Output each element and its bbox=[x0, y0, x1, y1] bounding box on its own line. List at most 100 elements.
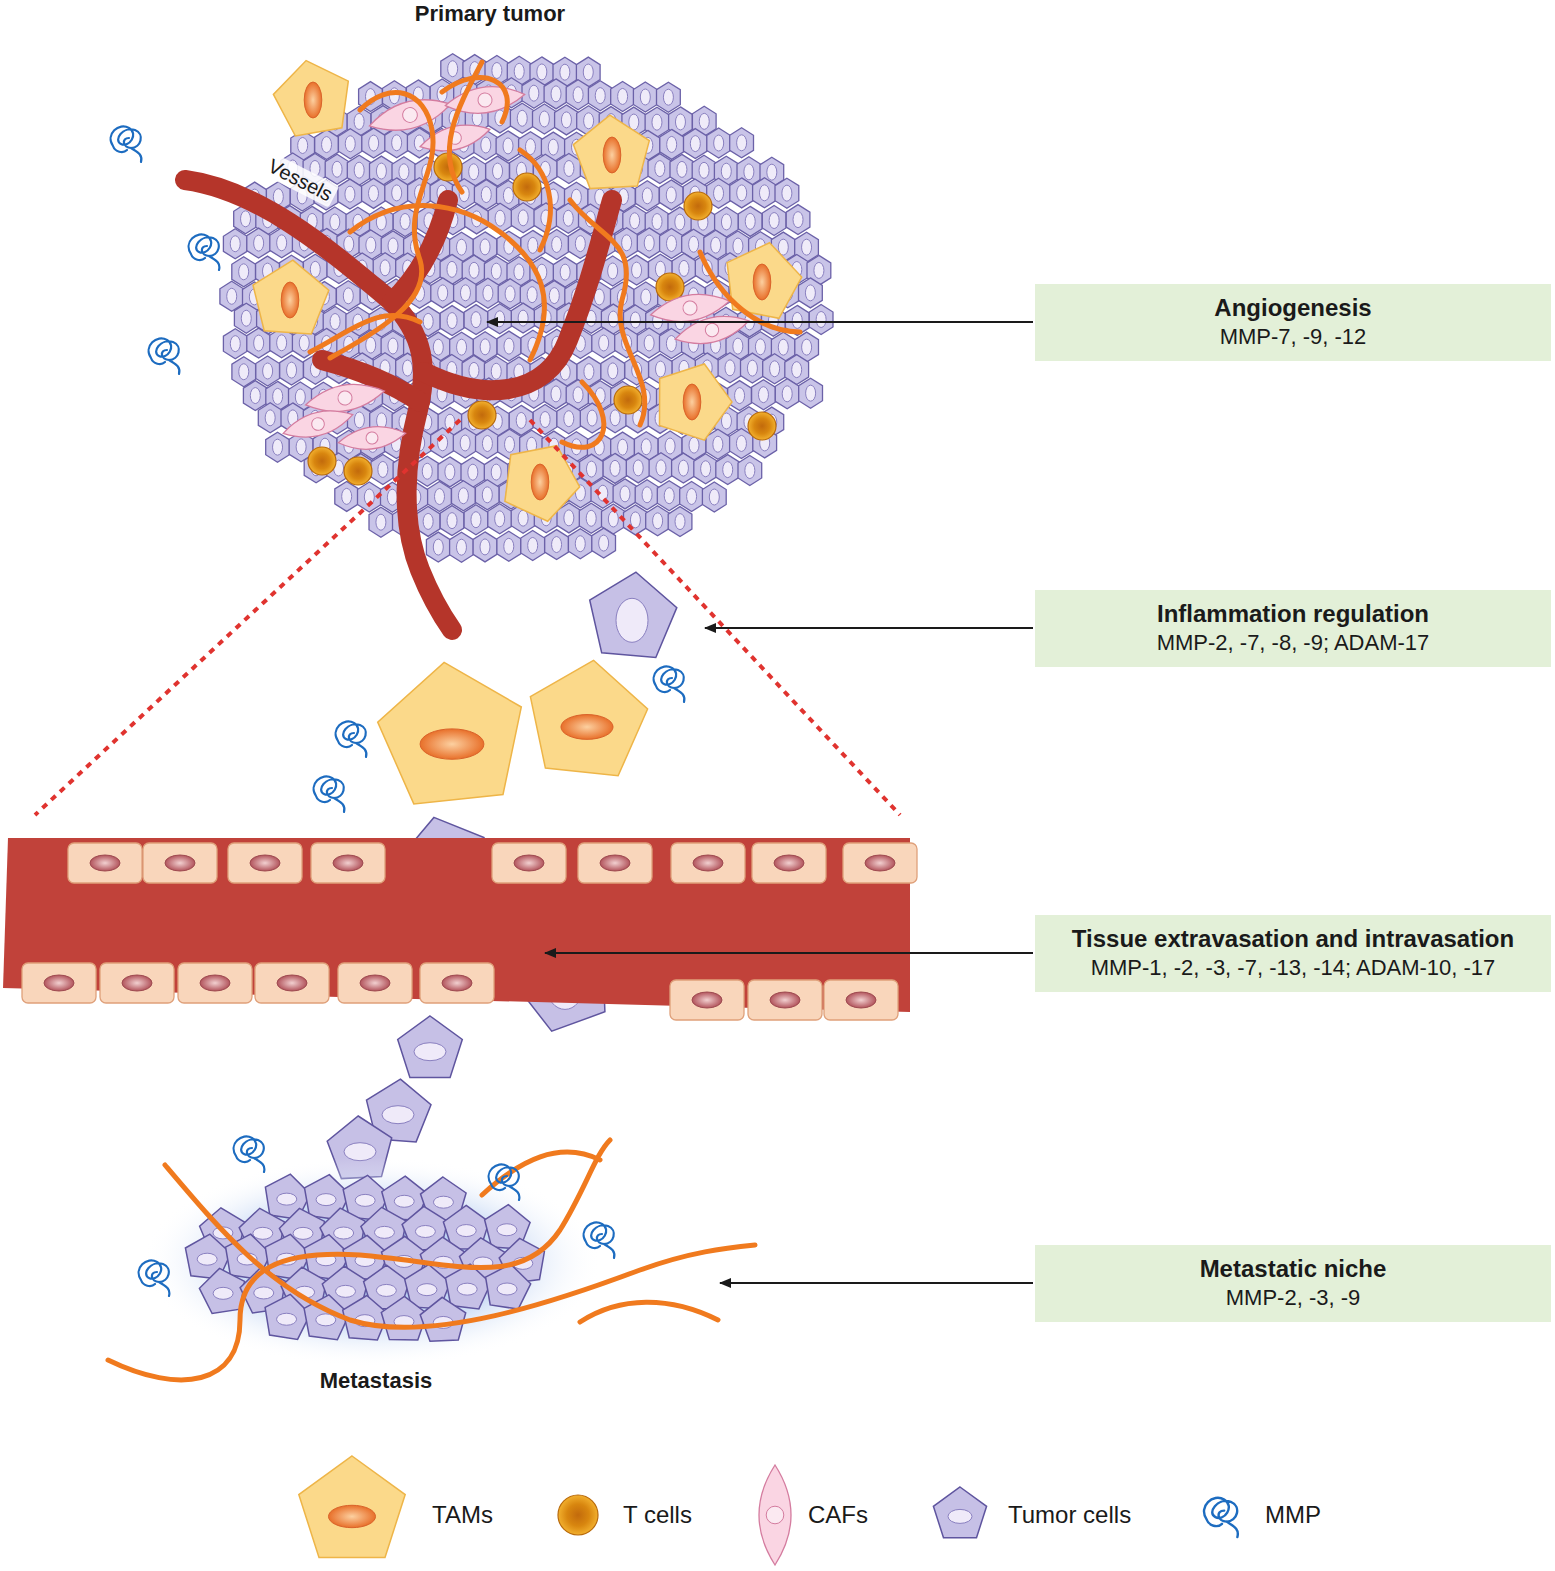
endothelial-cell bbox=[492, 843, 566, 883]
endothelial-cell bbox=[100, 963, 174, 1003]
mmp-symbol bbox=[149, 338, 180, 374]
tumor-cell bbox=[649, 453, 673, 483]
fiber bbox=[562, 382, 604, 447]
tumor-cell bbox=[338, 179, 362, 209]
tumor-cell bbox=[450, 532, 474, 562]
tumor-cell bbox=[452, 481, 476, 511]
leader-arrow bbox=[705, 627, 1033, 629]
tumor-cell bbox=[762, 206, 786, 236]
blood-vessels bbox=[185, 180, 612, 630]
tumor-cell bbox=[440, 506, 464, 536]
fiber bbox=[570, 200, 645, 425]
box-heading: Metastatic niche bbox=[1200, 1254, 1387, 1284]
tumor-cell bbox=[738, 456, 762, 486]
tumor-cell bbox=[464, 505, 488, 535]
tumor-cell bbox=[615, 228, 639, 258]
niche-glow bbox=[142, 1157, 602, 1367]
tumor-cell bbox=[624, 505, 648, 535]
tumor-cell bbox=[646, 506, 670, 536]
caf-cell bbox=[303, 378, 386, 417]
tumor-cell bbox=[568, 529, 592, 559]
tumor-cell bbox=[657, 481, 681, 511]
tumor-cell bbox=[730, 178, 754, 208]
box-heading: Inflammation regulation bbox=[1157, 599, 1429, 629]
tumor-cell bbox=[557, 154, 581, 184]
tumor-cell bbox=[234, 303, 258, 333]
mmp-symbol bbox=[234, 1136, 265, 1172]
tumor-cell bbox=[672, 453, 696, 483]
tumor-cell bbox=[933, 1487, 986, 1538]
tumor-cell bbox=[544, 79, 568, 109]
tumor-cell bbox=[799, 378, 823, 408]
tumor-cell bbox=[626, 453, 650, 483]
endothelial-cell bbox=[68, 843, 142, 883]
tumor-cell bbox=[659, 180, 683, 210]
tumor-cell bbox=[707, 128, 731, 158]
tam-cell bbox=[253, 260, 329, 334]
tumor-cell bbox=[369, 507, 393, 537]
mmp-symbol bbox=[314, 776, 345, 812]
tumor-cell bbox=[497, 531, 521, 561]
mmp-symbol bbox=[1204, 1498, 1238, 1537]
tumor-cell bbox=[799, 278, 823, 308]
legend-text: TAMs bbox=[432, 1501, 493, 1530]
tumor-cell bbox=[511, 203, 535, 233]
tumor-cell bbox=[398, 1016, 463, 1078]
tumor-cell bbox=[362, 178, 386, 208]
t-cell bbox=[344, 457, 372, 485]
tumor-cell bbox=[684, 129, 708, 159]
tumor-cell bbox=[362, 128, 386, 158]
tumor-cell bbox=[522, 78, 546, 108]
tumor-cell bbox=[702, 482, 726, 512]
tumor-cell bbox=[809, 305, 833, 335]
mmp-symbol bbox=[189, 234, 220, 270]
mmp-symbol bbox=[139, 1260, 170, 1296]
tumor-cell bbox=[738, 206, 762, 236]
tumor-cell bbox=[533, 405, 557, 435]
tumor-cell bbox=[718, 353, 742, 383]
leader-arrow bbox=[487, 321, 1033, 323]
legend-text: T cells bbox=[623, 1501, 692, 1530]
tumor-cell bbox=[716, 455, 740, 485]
tumor-cell bbox=[728, 381, 752, 411]
tumor-cell bbox=[496, 131, 520, 161]
fiber bbox=[350, 206, 544, 360]
endothelial-cell bbox=[311, 843, 385, 883]
tumor-cell bbox=[511, 303, 535, 333]
tumor-cell bbox=[223, 329, 247, 359]
tumor-cell bbox=[660, 329, 684, 359]
figure-label: Metastasis bbox=[320, 1368, 433, 1394]
tumor-cell bbox=[256, 356, 280, 386]
tumor-cell bbox=[591, 478, 615, 508]
endothelial-cell bbox=[420, 963, 494, 1003]
tumor-cell bbox=[464, 305, 488, 335]
tam-cell bbox=[378, 662, 522, 804]
tumor-cell bbox=[243, 381, 267, 411]
caf-cell bbox=[337, 422, 407, 453]
tumor-cell bbox=[446, 1264, 491, 1309]
tumor-cell bbox=[555, 105, 579, 135]
t-cell bbox=[748, 412, 776, 440]
zoom-lines bbox=[35, 420, 900, 815]
vessel-section bbox=[3, 838, 917, 1020]
endothelial-cell bbox=[338, 963, 412, 1003]
tumor-cell bbox=[657, 82, 681, 112]
fiber bbox=[482, 1152, 600, 1195]
metastasis bbox=[108, 1140, 755, 1380]
tumor-cell bbox=[488, 304, 512, 334]
caf-cell bbox=[672, 309, 752, 351]
tumor-cell bbox=[385, 178, 409, 208]
figure-label: Primary tumor bbox=[415, 1, 565, 27]
tumor-cell bbox=[590, 572, 677, 657]
tumor-cell bbox=[497, 331, 521, 361]
tumor-cell bbox=[258, 403, 282, 433]
tumor-cell bbox=[223, 229, 247, 259]
fiber bbox=[165, 1165, 755, 1327]
box-body: MMP-2, -7, -8, -9; ADAM-17 bbox=[1157, 629, 1430, 657]
fiber bbox=[520, 150, 550, 250]
tumor-cell bbox=[280, 355, 304, 385]
annotation-box: Metastatic nicheMMP-2, -3, -9 bbox=[1035, 1245, 1551, 1322]
leader-arrow bbox=[720, 1282, 1033, 1284]
